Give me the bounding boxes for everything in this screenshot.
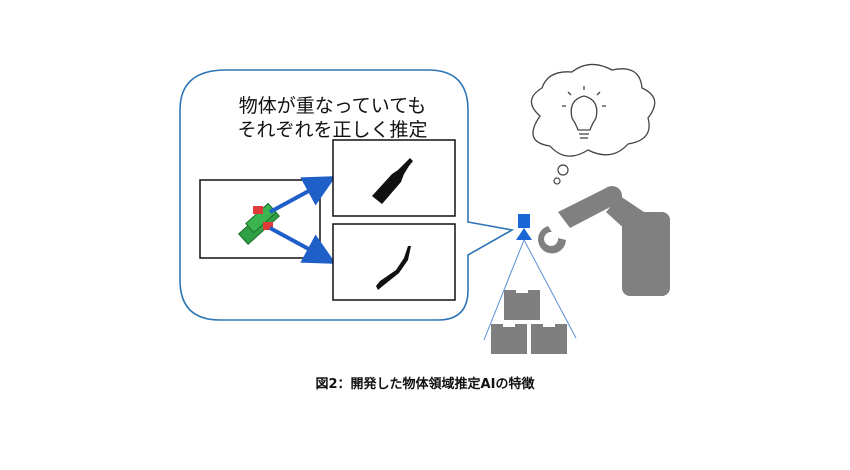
bottle-icon <box>372 158 413 204</box>
bubble-text-line2: それぞれを正しく推定 <box>237 119 428 141</box>
figure-caption: 図2：開発した物体領域推定AIの特徴 <box>315 377 535 392</box>
bubble-text-line1: 物体が重なっていても <box>238 95 427 117</box>
box-icon <box>531 324 567 354</box>
output-frame-rod <box>332 223 456 301</box>
camera-icon <box>516 214 532 240</box>
box-stack <box>491 290 567 354</box>
lightbulb-icon <box>562 86 606 139</box>
arrow-to-bottle <box>269 176 337 214</box>
arrow-to-rod <box>269 226 337 264</box>
box-icon <box>491 324 527 354</box>
robot-arm-icon <box>538 186 670 296</box>
view-cone-right <box>523 239 577 339</box>
box-icon <box>504 290 540 320</box>
overlapping-objects <box>238 202 280 245</box>
bent-rod-icon <box>376 246 411 290</box>
